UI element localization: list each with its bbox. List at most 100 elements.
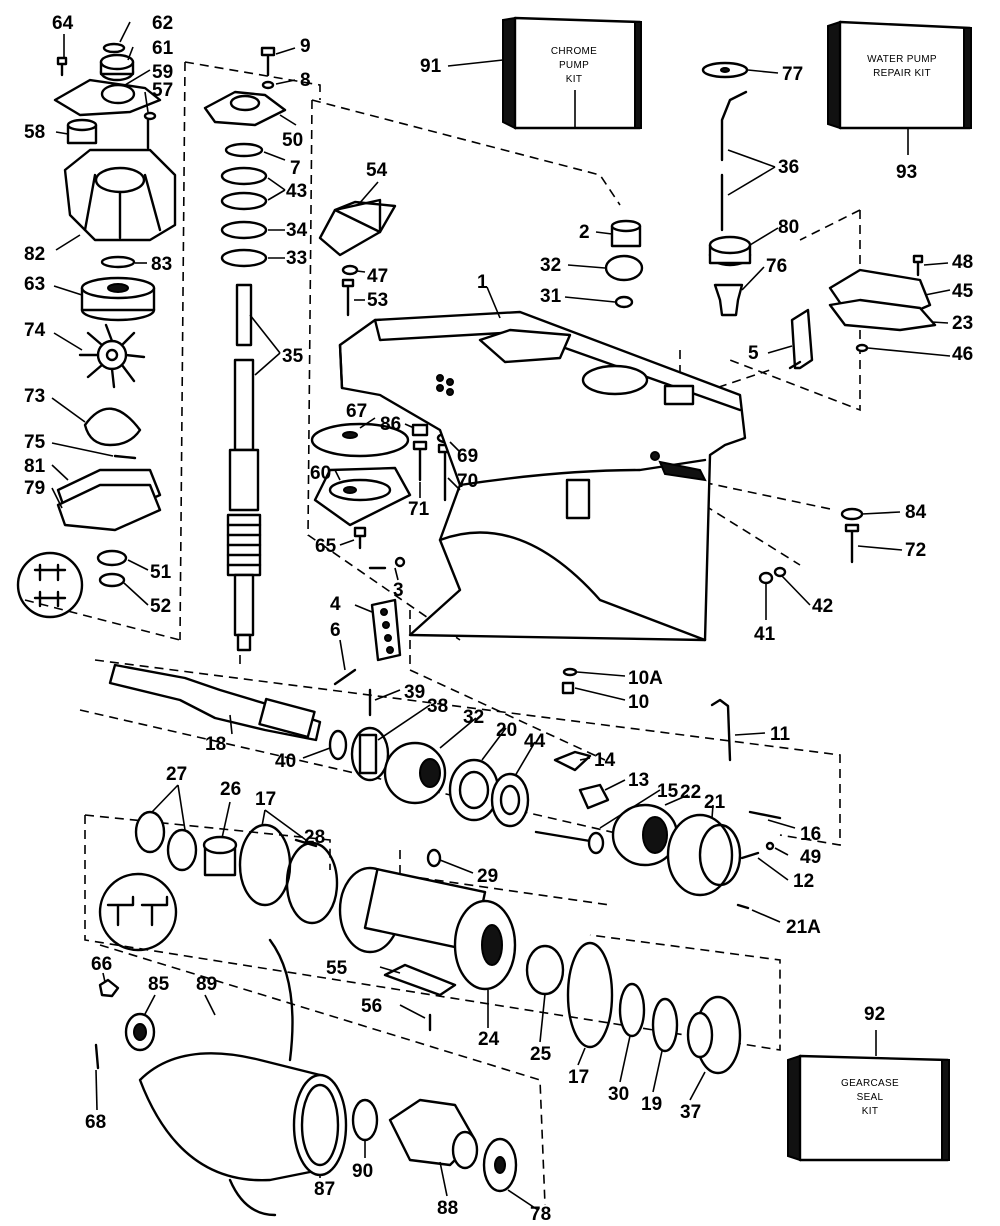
callout-16: 16 (800, 824, 821, 845)
callout-66: 66 (91, 954, 112, 975)
callout-15: 15 (657, 781, 679, 802)
callout-18: 18 (205, 734, 226, 755)
callout-74: 74 (24, 320, 46, 341)
callout-84: 84 (905, 502, 927, 523)
callout-21a: 21A (786, 917, 821, 938)
driveshaft-parts (203, 46, 287, 652)
callout-78: 78 (530, 1204, 551, 1225)
callout-67: 67 (346, 401, 367, 422)
water-pump-repair-kit-box: WATER PUMP REPAIR KIT (827, 20, 972, 130)
callout-13: 13 (628, 770, 649, 791)
callout-82: 82 (24, 244, 45, 265)
callout-38: 38 (427, 696, 448, 717)
seal-kit-line2: SEAL (857, 1092, 884, 1103)
callout-91: 91 (420, 56, 442, 77)
callout-49: 49 (800, 847, 821, 868)
callout-33: 33 (286, 248, 307, 269)
callout-39: 39 (404, 682, 425, 703)
callout-60: 60 (310, 463, 331, 484)
callout-9: 9 (300, 36, 311, 57)
callout-29: 29 (477, 866, 498, 887)
water-pump-kit-line2: REPAIR KIT (873, 68, 931, 79)
callout-47: 47 (367, 266, 388, 287)
seal-kit-line3: KIT (862, 1106, 878, 1117)
callout-48: 48 (952, 252, 973, 273)
callout-20: 20 (496, 720, 517, 741)
callout-31: 31 (540, 286, 562, 307)
water-pump-kit-line1: WATER PUMP (867, 54, 937, 65)
callout-28: 28 (304, 827, 325, 848)
callout-17-right: 17 (568, 1067, 589, 1088)
callout-53: 53 (367, 290, 388, 311)
callout-52: 52 (150, 596, 171, 617)
callout-32-lower: 32 (463, 707, 484, 728)
propshaft-gears (108, 663, 782, 910)
callout-65: 65 (315, 536, 337, 557)
dashed-group-outlines (24, 61, 861, 1206)
chrome-pump-kit-line3: KIT (566, 74, 582, 85)
callout-51: 51 (150, 562, 172, 583)
callout-10: 10 (628, 692, 649, 713)
callout-79: 79 (24, 478, 45, 499)
callout-77: 77 (782, 64, 803, 85)
callout-63: 63 (24, 274, 45, 295)
chrome-pump-kit-line1: CHROME (551, 46, 597, 57)
gearcase-housing (338, 310, 747, 642)
callout-12: 12 (793, 871, 814, 892)
callout-22: 22 (680, 782, 701, 803)
callout-70: 70 (457, 471, 478, 492)
callout-labels: 64 62 61 59 57 58 82 83 63 74 73 75 81 7… (24, 13, 974, 1225)
callout-64: 64 (52, 13, 74, 34)
callout-43: 43 (286, 181, 307, 202)
callout-80: 80 (778, 217, 799, 238)
callout-61: 61 (152, 38, 174, 59)
callout-32-upper: 32 (540, 255, 561, 276)
callout-45: 45 (952, 281, 974, 302)
callout-89: 89 (196, 974, 217, 995)
callout-55: 55 (326, 958, 348, 979)
callout-56: 56 (361, 996, 382, 1017)
callout-37: 37 (680, 1102, 701, 1123)
callout-81: 81 (24, 456, 46, 477)
callout-75: 75 (24, 432, 46, 453)
callout-76: 76 (766, 256, 787, 277)
callout-36: 36 (778, 157, 799, 178)
callout-23: 23 (952, 313, 973, 334)
callout-26: 26 (220, 779, 241, 800)
seal-kit-line1: GEARCASE (841, 1078, 899, 1089)
shift-parts-upper-right (604, 61, 937, 370)
callout-11: 11 (770, 724, 791, 745)
callout-4: 4 (330, 594, 341, 615)
callout-73: 73 (24, 386, 45, 407)
callout-40: 40 (275, 751, 296, 772)
gearcase-seal-kit-box: GEARCASE SEAL KIT (787, 1054, 950, 1162)
callout-27: 27 (166, 764, 187, 785)
callout-5: 5 (748, 343, 759, 364)
callout-85: 85 (148, 974, 170, 995)
callout-14: 14 (594, 750, 616, 771)
callout-86: 86 (380, 414, 401, 435)
callout-69: 69 (457, 446, 478, 467)
callout-34: 34 (286, 220, 308, 241)
chrome-pump-kit-line2: PUMP (559, 60, 589, 71)
callout-21: 21 (704, 792, 726, 813)
callout-58: 58 (24, 122, 45, 143)
callout-17-left: 17 (255, 789, 276, 810)
callout-92: 92 (864, 1004, 885, 1025)
callout-68: 68 (85, 1112, 106, 1133)
callout-24: 24 (478, 1029, 500, 1050)
chrome-pump-kit-box: CHROME PUMP KIT (502, 16, 642, 130)
callout-3: 3 (393, 580, 404, 601)
callout-2: 2 (579, 222, 590, 243)
callout-44: 44 (524, 731, 546, 752)
bearing-carrier-parts (98, 810, 742, 1075)
callout-10a: 10A (628, 668, 663, 689)
water-pump-parts (16, 42, 177, 619)
callout-25: 25 (530, 1044, 552, 1065)
callout-50: 50 (282, 130, 303, 151)
callout-93: 93 (896, 162, 917, 183)
callout-62: 62 (152, 13, 173, 34)
callout-42: 42 (812, 596, 833, 617)
callout-8: 8 (300, 70, 311, 91)
